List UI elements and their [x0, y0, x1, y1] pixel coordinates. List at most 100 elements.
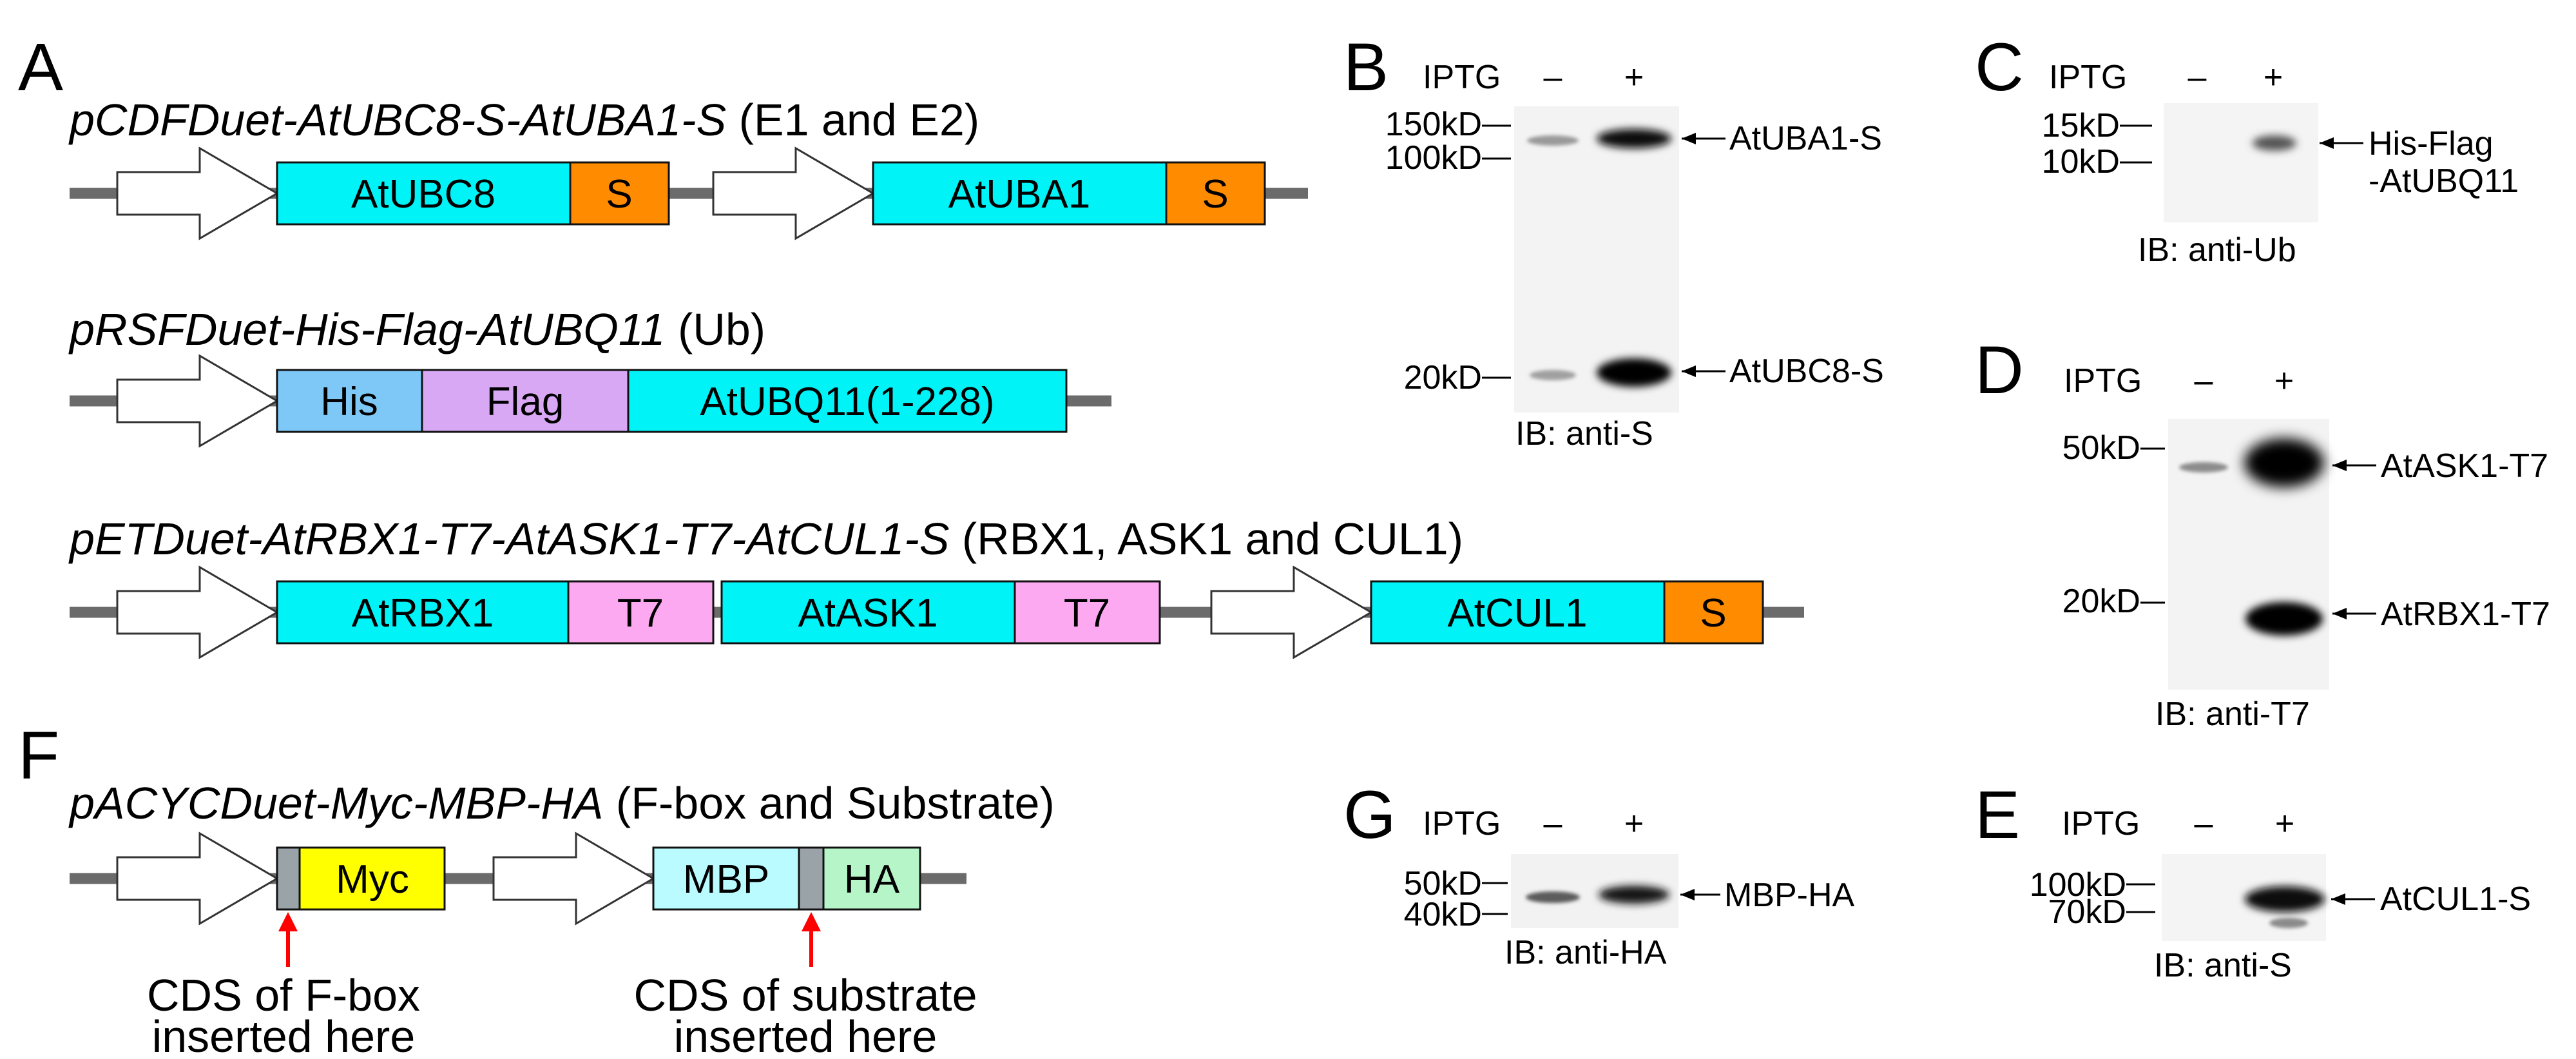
box-label: Myc	[336, 857, 409, 902]
band-pointer-head	[2332, 460, 2347, 471]
construct-2-name: pRSFDuet-His-Flag-AtUBQ11	[68, 304, 666, 355]
box-his	[276, 369, 423, 433]
promoter-arrow	[492, 831, 655, 926]
lane-plus: +	[2275, 805, 2294, 842]
box-label: T7	[617, 591, 664, 636]
lane-plus: +	[1624, 805, 1644, 842]
construct-4-title: pACYCDuet-Myc-MBP-HA (F-box and Substrat…	[68, 778, 1055, 828]
box-s-tag	[1663, 580, 1764, 645]
band-plus-mbp-ha	[1599, 886, 1669, 904]
lane-plus: +	[1624, 59, 1644, 96]
band-plus-faint	[2269, 918, 2308, 928]
band-pointer-head	[2332, 608, 2347, 619]
lane-minus: –	[1544, 805, 1562, 842]
box-t7	[1014, 580, 1161, 645]
band-plus-ATUBC8	[1597, 358, 1671, 387]
promoter-arrow	[1210, 565, 1373, 659]
box-label: AtUBC8	[351, 172, 495, 217]
box-label: AtUBA1	[948, 172, 1091, 217]
lane-minus: –	[2188, 59, 2207, 96]
band-minus-mbp	[1526, 891, 1580, 903]
construct-1-name: pCDFDuet-AtUBC8-S-AtUBA1-S	[68, 95, 726, 145]
box-s-tag	[569, 161, 670, 226]
promoter-arrow	[712, 146, 875, 240]
insert-arrow-substrate	[802, 912, 821, 967]
band-plus-atask1	[2244, 438, 2324, 487]
band-pointer-head	[1682, 133, 1696, 144]
box-label: S	[1700, 591, 1726, 636]
box-myc	[298, 846, 446, 911]
band-pointer-head	[2320, 137, 2334, 149]
box-label: S	[1202, 172, 1228, 217]
insert-note-substrate-line2: inserted here	[674, 1011, 937, 1059]
iptg-label: IPTG	[2064, 362, 2142, 400]
lane-minus: –	[2195, 805, 2213, 842]
band-label-atubq11: -AtUBQ11	[2369, 162, 2519, 200]
construct-1-note: (E1 and E2)	[739, 95, 980, 145]
box-label: T7	[1064, 591, 1110, 636]
blot-membrane	[2164, 103, 2318, 222]
panel-e-letter: E	[1975, 777, 2020, 853]
ib-label: IB: anti-T7	[2155, 695, 2310, 733]
panel-b-letter: B	[1343, 30, 1389, 105]
marker-100kd: 100kD	[2030, 866, 2126, 904]
panel-d: D IPTG – + 50kD 20kD AtASK1-T7 AtRBX1-T7…	[1975, 333, 2550, 733]
box-s-tag	[1165, 161, 1266, 226]
construct-4-name: pACYCDuet-Myc-MBP-HA	[68, 778, 603, 828]
box-ha	[822, 846, 921, 911]
insert-note-fbox-line1: CDS of F-box	[147, 970, 420, 1020]
panel-f: F pACYCDuet-Myc-MBP-HA (F-box and Substr…	[18, 718, 1055, 1059]
promoter-arrow	[116, 565, 279, 659]
ib-label: IB: anti-S	[1515, 415, 1653, 452]
iptg-label: IPTG	[2049, 59, 2127, 96]
panel-a: A pCDFDuet-AtUBC8-S-AtUBA1-S (E1 and E2)…	[18, 30, 1804, 659]
band-plus-ATUBA1	[1597, 129, 1671, 148]
box-atuba1	[872, 161, 1168, 226]
panel-c: C IPTG – + 15kD 10kD His-Flag -AtUBQ11 I…	[1975, 30, 2519, 269]
marker-70kd: 70kD	[2048, 893, 2126, 931]
box-mbp	[652, 846, 800, 911]
insert-note-fbox-line2: inserted here	[152, 1011, 416, 1059]
marker-10kd: 10kD	[2042, 143, 2120, 180]
marker-100kd: 100kD	[1385, 139, 1482, 177]
band-plus-atrbx1	[2245, 602, 2323, 636]
box-label: AtASK1	[798, 591, 937, 636]
ib-label: IB: anti-HA	[1504, 934, 1667, 971]
insert-arrow-fbox	[278, 912, 298, 967]
marker-50kd: 50kD	[2062, 429, 2140, 467]
band-minus-ask1	[2179, 462, 2228, 472]
band-plus-ub	[2253, 135, 2296, 151]
construct-4-note: (F-box and Substrate)	[616, 778, 1055, 828]
box-t7	[567, 580, 715, 645]
promoter-arrow	[116, 354, 279, 448]
construct-3-name: pETDuet-AtRBX1-T7-AtASK1-T7-AtCUL1-S	[68, 514, 949, 564]
construct-1: pCDFDuet-AtUBC8-S-AtUBA1-S (E1 and E2) A…	[68, 95, 1308, 240]
band-label-atrbx1: AtRBX1-T7	[2381, 596, 2550, 633]
box-label: AtUBQ11(1-228)	[700, 380, 994, 424]
marker-50kd: 50kD	[1404, 865, 1482, 902]
box-label: HA	[844, 857, 900, 902]
iptg-label: IPTG	[2062, 805, 2140, 842]
ib-label: IB: anti-S	[2154, 947, 2292, 984]
band-minus-150	[1527, 135, 1579, 146]
marker-40kd: 40kD	[1404, 896, 1482, 933]
band-minus-20	[1530, 370, 1576, 380]
lane-plus: +	[2274, 362, 2294, 400]
lane-plus: +	[2264, 59, 2283, 96]
construct-2-note: (Ub)	[678, 304, 765, 355]
construct-3: pETDuet-AtRBX1-T7-AtASK1-T7-AtCUL1-S (RB…	[68, 514, 1804, 659]
panel-g-letter: G	[1343, 777, 1396, 853]
box-label: Flag	[486, 380, 564, 424]
box-label: S	[606, 172, 632, 217]
promoter-arrow	[116, 831, 279, 926]
panel-d-letter: D	[1975, 333, 2024, 408]
panel-b: B IPTG – + 150kD 100kD 20kD AtUBA1-S AtU…	[1343, 30, 1884, 452]
lane-minus: –	[1544, 59, 1562, 96]
construct-2: pRSFDuet-His-Flag-AtUBQ11 (Ub) His Flag …	[68, 304, 1111, 448]
construct-3-title: pETDuet-AtRBX1-T7-AtASK1-T7-AtCUL1-S (RB…	[68, 514, 1463, 564]
band-label-mbp-ha: MBP-HA	[1724, 877, 1855, 914]
panel-e: E IPTG – + 100kD 70kD AtCUL1-S IB: anti-…	[1975, 777, 2531, 984]
construct-1-title: pCDFDuet-AtUBC8-S-AtUBA1-S (E1 and E2)	[68, 95, 979, 145]
iptg-label: IPTG	[1423, 59, 1501, 96]
